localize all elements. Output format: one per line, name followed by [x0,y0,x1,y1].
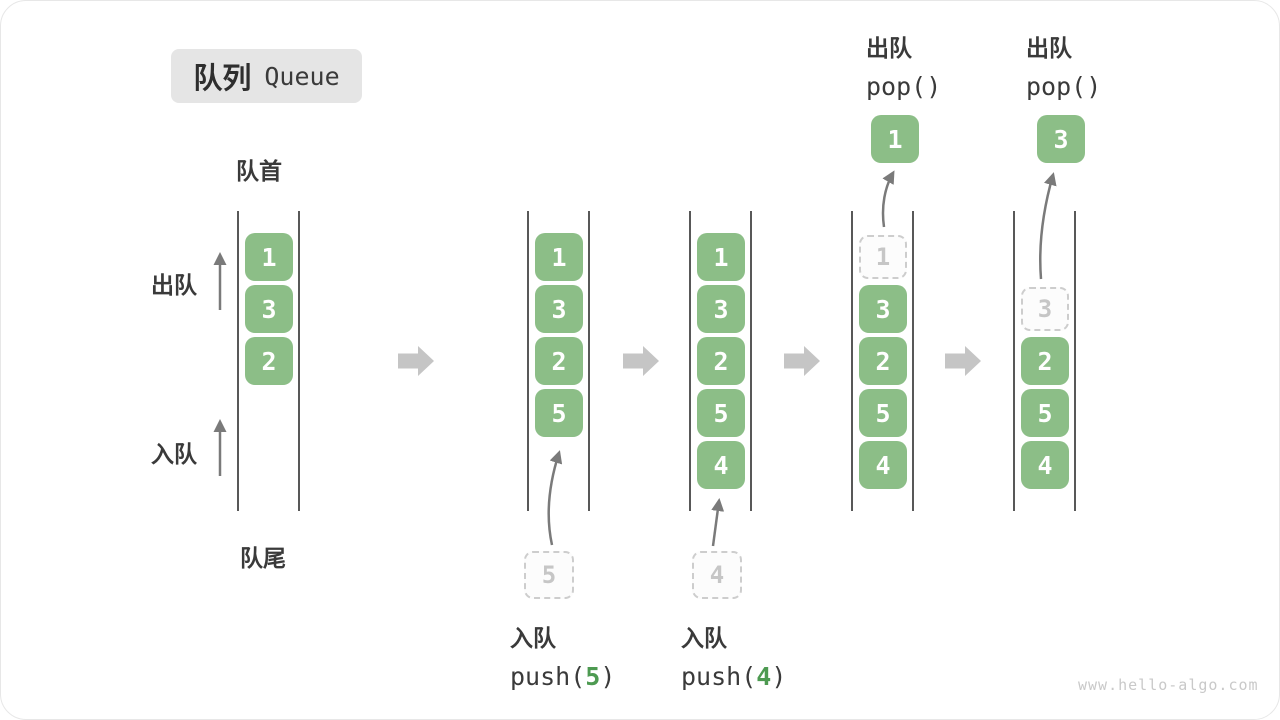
watermark: www.hello-algo.com [1078,676,1259,694]
push-operation-label: 入队 push(5) [510,619,615,691]
code-text: push( [510,662,586,691]
push-code-label: push(5) [510,662,615,691]
push-zh-label: 入队 [510,625,556,651]
queue-item: 5 [535,389,583,437]
queue-item: 5 [697,389,745,437]
code-text: ) [600,662,616,691]
queue-item: 5 [859,389,907,437]
queue-item: 1 [245,233,293,281]
queue-item: 3 [859,285,907,333]
queue-wall [689,211,691,511]
code-text: push( [681,662,757,691]
label-enqueue-direction: 入队 [151,441,197,467]
pop-operation-label: 出队 pop() [1026,29,1101,101]
queue-wall [588,211,590,511]
queue-wall [237,211,239,511]
queue-item: 2 [535,337,583,385]
queue-item: 2 [1021,337,1069,385]
code-arg: 5 [585,662,601,691]
queue-item: 2 [859,337,907,385]
queue-item: 4 [1021,441,1069,489]
queue-wall [851,211,853,511]
push-5-arrow [547,450,563,546]
queue-item: 3 [697,285,745,333]
code-text: ) [771,662,787,691]
queue-wall [527,211,529,511]
queue-wall [1013,211,1015,511]
queue-item: 5 [1021,389,1069,437]
push-zh-label: 入队 [681,625,727,651]
dequeued-item-ghost: 3 [1021,287,1069,331]
push-operation-label: 入队 push(4) [681,619,786,691]
label-queue-front: 队首 [236,158,282,184]
pop-zh-label: 出队 [866,35,912,61]
queue-wall [298,211,300,511]
label-dequeue-direction: 出队 [151,272,197,298]
popped-item: 3 [1037,115,1085,163]
queue-item: 4 [859,441,907,489]
queue-item: 3 [245,285,293,333]
state-transition-arrow [784,346,820,376]
queue-item: 1 [697,233,745,281]
pop-code-label: pop() [1026,72,1102,101]
push-code-label: push(4) [681,662,786,691]
queue-item: 1 [535,233,583,281]
dequeued-item-ghost: 1 [859,235,907,279]
pop-1-arrow [881,170,895,228]
incoming-item-ghost: 4 [692,551,742,599]
queue-item: 4 [697,441,745,489]
state-transition-arrow [398,346,434,376]
pop-zh-label: 出队 [1026,35,1072,61]
queue-item: 3 [535,285,583,333]
title-en-label: Queue [264,61,340,91]
pop-operation-label: 出队 pop() [866,29,941,101]
state-transition-arrow [623,346,659,376]
push-4-arrow [711,498,725,547]
pop-code-label: pop() [866,72,942,101]
queue-wall [1074,211,1076,511]
popped-item: 1 [871,115,919,163]
code-arg: 4 [756,662,772,691]
queue-wall [750,211,752,511]
incoming-item-ghost: 5 [524,551,574,599]
state-transition-arrow [945,346,981,376]
title-zh-label: 队列 [193,63,252,95]
label-queue-rear: 队尾 [240,545,286,571]
queue-item: 2 [697,337,745,385]
pop-3-arrow [1039,172,1057,280]
queue-wall [912,211,914,511]
title-box: 队列 Queue [171,49,362,103]
queue-item: 2 [245,337,293,385]
